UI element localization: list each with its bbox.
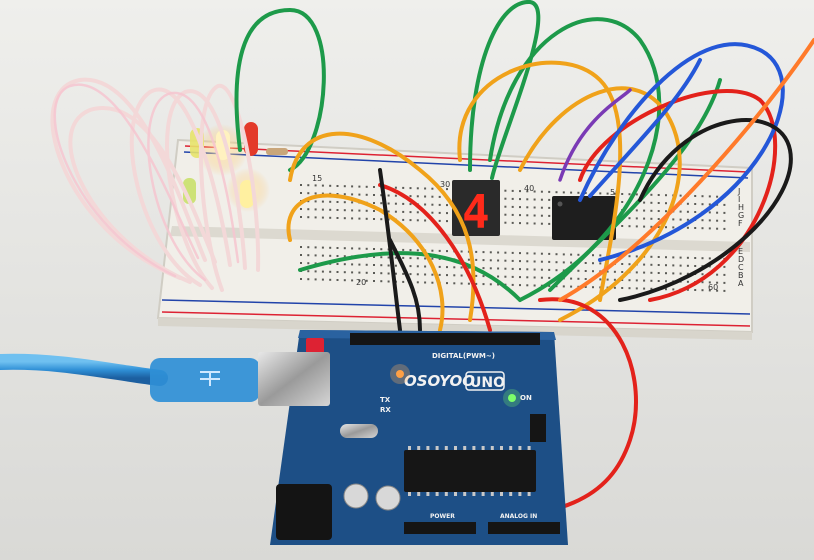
svg-text:C: C <box>738 263 744 272</box>
icsp-header <box>530 414 546 442</box>
board-model-box <box>465 371 505 391</box>
capacitor-1 <box>343 483 369 509</box>
power-label: POWER <box>430 513 455 520</box>
power-header <box>404 522 476 534</box>
led-amber <box>240 180 254 208</box>
svg-text:G: G <box>738 211 744 220</box>
resistor <box>266 148 288 155</box>
usb-icon <box>200 371 220 386</box>
bb-col-40: 40 <box>524 184 534 193</box>
svg-text:F: F <box>738 219 743 228</box>
bb-row-letters-top: J I H G F <box>737 187 744 228</box>
blue-jumper-wires <box>578 42 785 262</box>
usb-metal-connector <box>258 352 330 406</box>
green-jumper-wires <box>234 0 722 302</box>
svg-text:J: J <box>737 187 740 196</box>
purple-jumper-wires <box>558 88 632 182</box>
analog-header <box>488 522 560 534</box>
bb-col-50: 50 <box>610 188 620 197</box>
capacitor-2 <box>375 485 401 511</box>
atmega-chip <box>404 450 536 492</box>
svg-text:A: A <box>738 279 744 288</box>
darkorange-jumper-wires <box>558 38 814 302</box>
white-jumper-wires <box>50 77 261 292</box>
usb-cable[interactable] <box>0 352 330 406</box>
shift-register-chip <box>552 196 616 240</box>
crystal <box>340 424 378 438</box>
orange-jumper-wires <box>286 60 682 332</box>
svg-text:I: I <box>738 195 740 204</box>
bb-col-15: 15 <box>312 174 322 183</box>
board-brand: OSOYOO <box>404 372 475 390</box>
bb-col-60: 60 <box>708 283 718 292</box>
svg-text:E: E <box>738 247 743 256</box>
tx-label: TX <box>380 396 391 404</box>
svg-text:H: H <box>738 203 744 212</box>
pink-jumper-wires <box>53 83 240 282</box>
rx-label: RX <box>380 406 391 414</box>
digital-header-label: DIGITAL(PWM~) <box>432 352 495 360</box>
black-jumper-wires <box>378 118 793 332</box>
on-label: ON <box>520 394 532 402</box>
pin13-led <box>396 370 404 378</box>
arduino-board: DIGITAL(PWM~) OSOYOO UNO TX RX ON POWER … <box>270 330 568 545</box>
bb-col-20: 20 <box>356 278 366 287</box>
analog-label: ANALOG IN <box>500 513 537 520</box>
board-model: UNO <box>470 375 505 391</box>
dc-power-jack <box>276 484 332 540</box>
svg-text:D: D <box>738 255 744 264</box>
reset-button[interactable] <box>306 338 324 354</box>
seven-segment-display: 4 <box>452 180 500 239</box>
digital-header <box>350 333 540 345</box>
bb-row-letters-bottom: E D C B A <box>738 247 744 288</box>
power-led <box>508 394 516 402</box>
bb-col-30: 30 <box>440 180 450 189</box>
svg-text:B: B <box>738 271 744 280</box>
